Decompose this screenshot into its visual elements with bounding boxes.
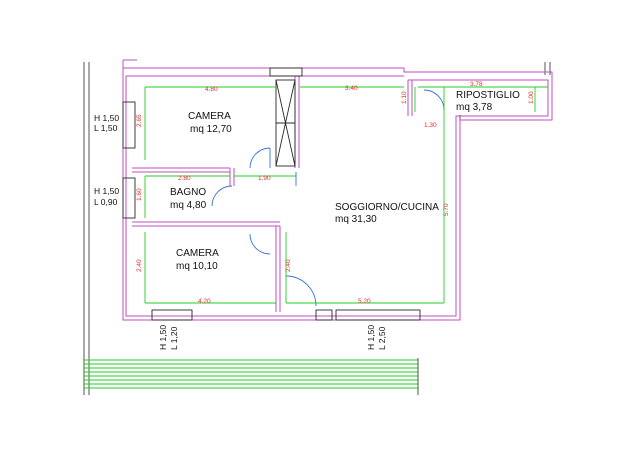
dim-camera1-height: 2.65: [136, 114, 143, 127]
room-camera2-area: mq 10,10: [176, 261, 218, 272]
doors: [211, 89, 445, 307]
dim-bagno-height: 1.60: [136, 188, 143, 201]
room-bagno-area: mq 4,80: [170, 200, 207, 211]
dim-ripostiglio-offset: 1.30: [424, 122, 437, 129]
dim-ripostiglio-left-height: 1.10: [401, 91, 408, 104]
window3-h: H 1,50: [158, 325, 168, 350]
window1-l: L 1,50: [94, 123, 118, 133]
wardrobe: [275, 79, 296, 167]
dim-camera2-width: 4.20: [198, 298, 211, 305]
dim-camera2-height: 2.40: [136, 259, 143, 272]
room-ripostiglio-area: mq 3,78: [456, 102, 493, 113]
window3-l: L 1,20: [169, 326, 179, 350]
dim-bagno-width: 2.80: [178, 175, 191, 182]
window4-l: L 2,50: [377, 326, 387, 350]
room-ripostiglio-name: RIPOSTIGLIO: [456, 90, 520, 101]
dim-corridor-width: 1.90: [258, 175, 271, 182]
dim-soggiorno-bottom: 5.20: [358, 298, 371, 305]
balcony: [84, 359, 418, 389]
window1-h: H 1,50: [94, 113, 119, 123]
window2-h: H 1,50: [94, 186, 119, 196]
dim-camera1-width: 4.80: [205, 86, 218, 93]
room-soggiorno-area: mq 31,30: [335, 214, 377, 225]
window2-l: L 0,90: [94, 197, 118, 207]
dim-ripostiglio-right-height: 1.00: [528, 91, 535, 104]
dimension-lines: [144, 86, 548, 304]
room-camera1-name: CAMERA: [188, 111, 231, 122]
room-camera1-area: mq 12,70: [190, 124, 232, 135]
room-soggiorno-name: SOGGIORNO/CUCINA: [335, 202, 439, 213]
windows: [122, 67, 421, 321]
dim-ripostiglio-width: 3.78: [470, 81, 483, 88]
window4-h: H 1,50: [366, 325, 376, 350]
dim-soggiorno-height: 5.70: [443, 203, 450, 216]
dim-door-height: 2.40: [285, 259, 292, 272]
room-camera2-name: CAMERA: [176, 248, 219, 259]
room-bagno-name: BAGNO: [170, 187, 206, 198]
dim-soggiorno-top: 3.40: [345, 85, 358, 92]
